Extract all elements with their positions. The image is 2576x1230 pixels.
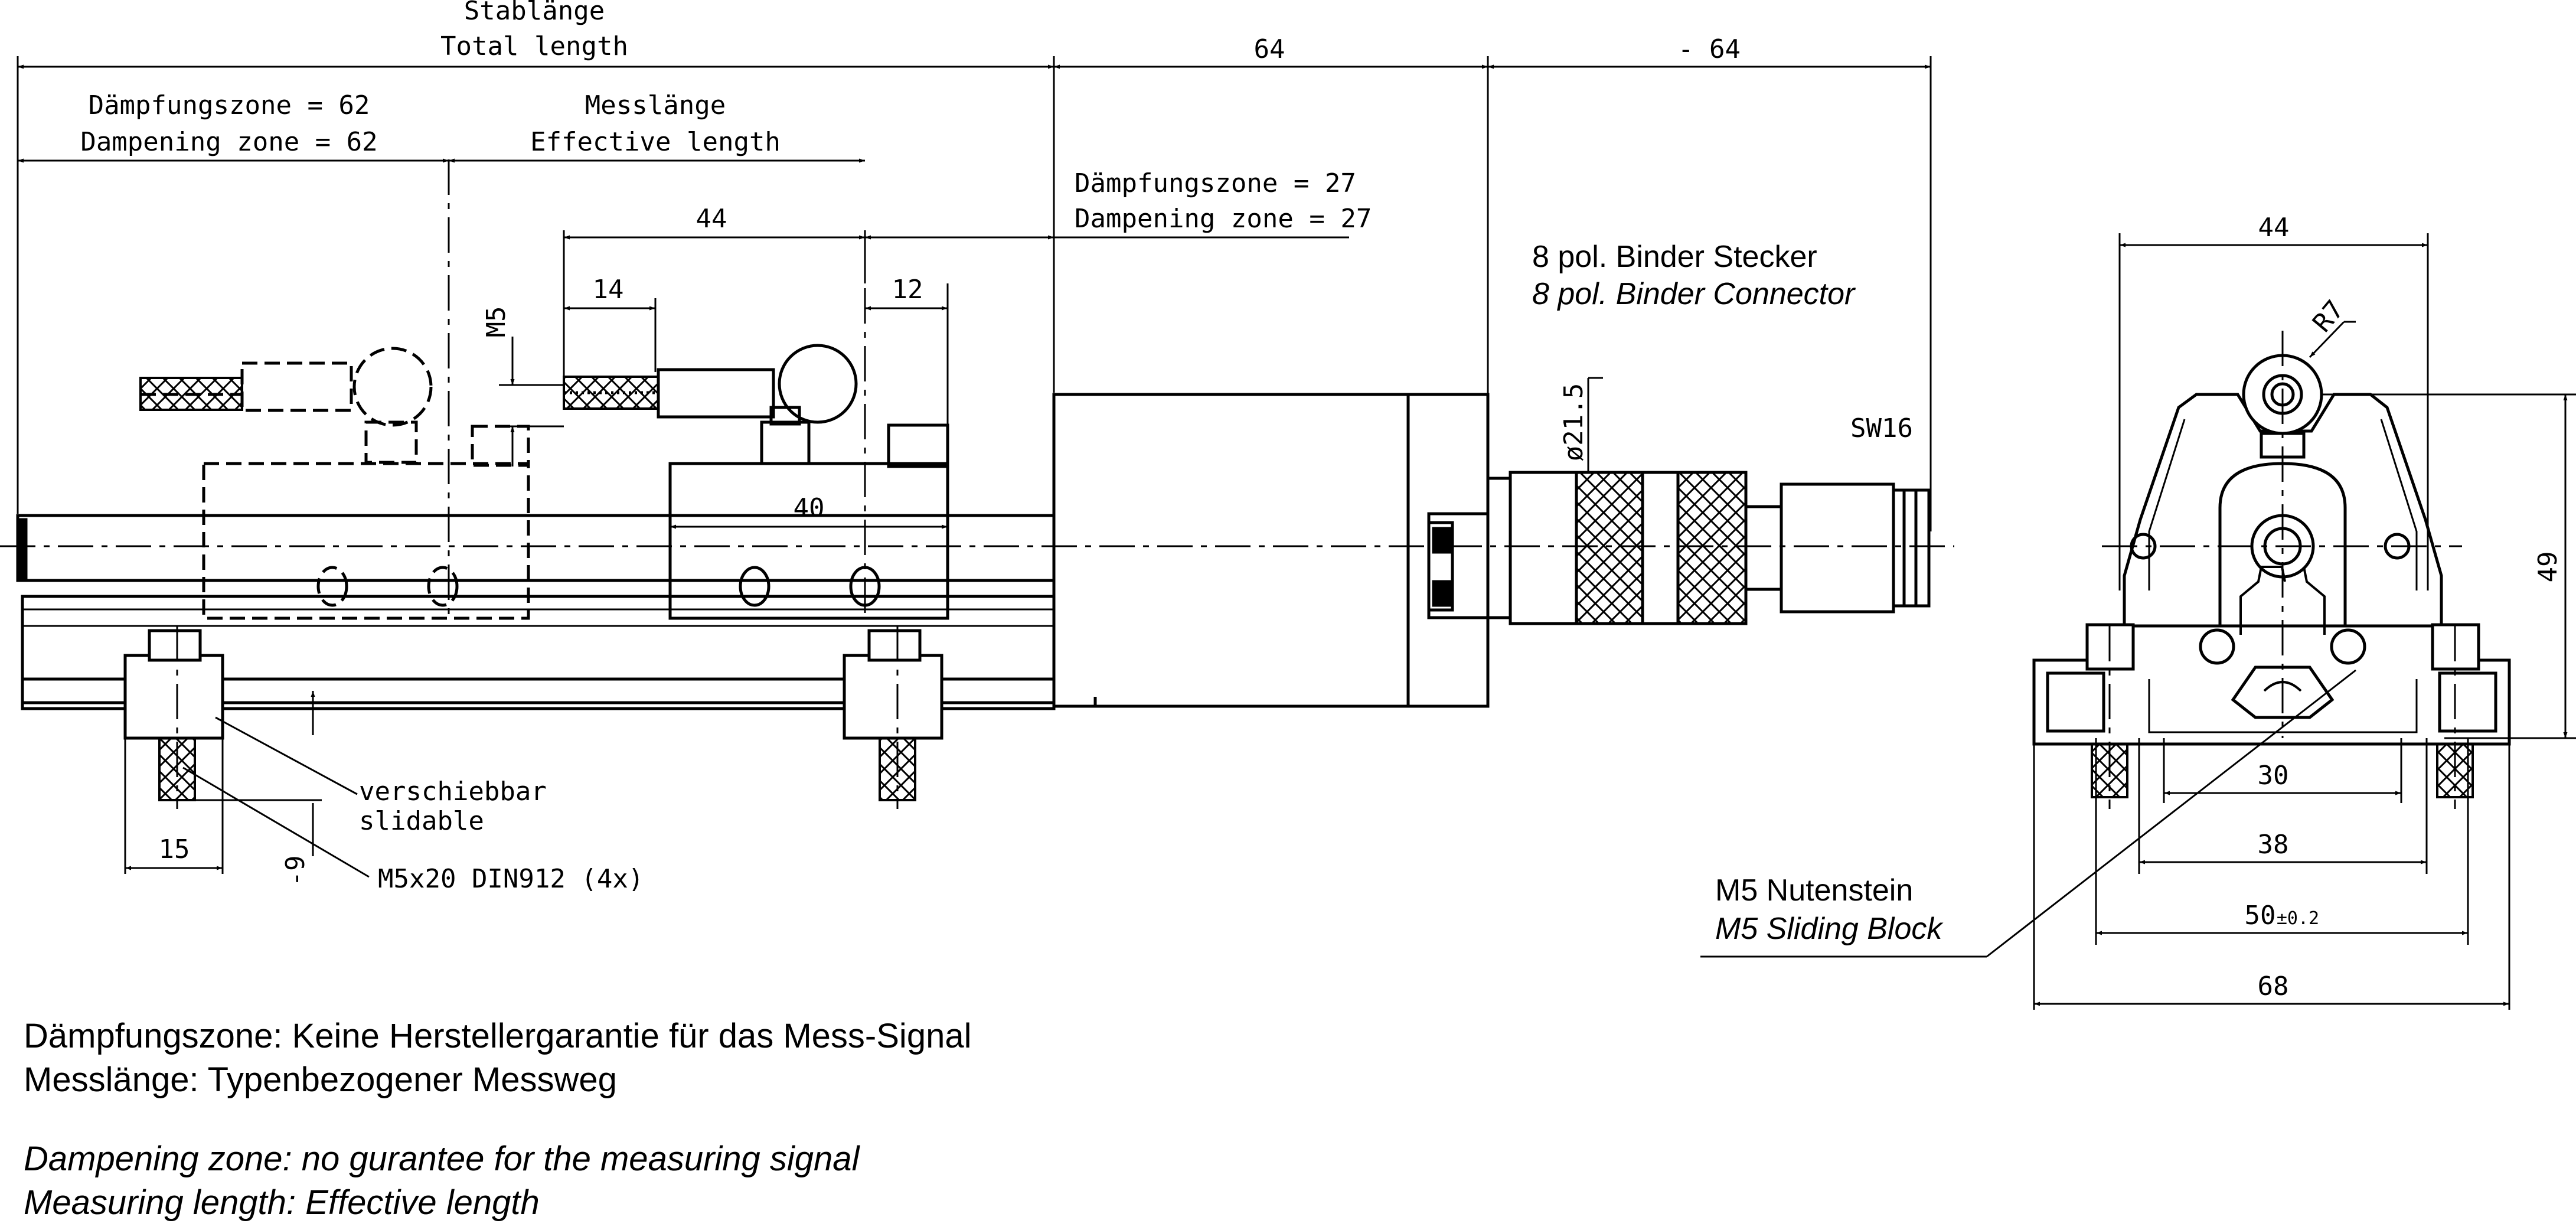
sliding-block-label-de: M5 Nutenstein bbox=[1715, 873, 1913, 908]
dim-12: 12 bbox=[892, 275, 923, 305]
total-length-label-de: Stablänge bbox=[464, 0, 605, 26]
end-dim-30: 30 bbox=[2258, 761, 2289, 791]
damp-zone-27-en: Dampening zone = 27 bbox=[1075, 204, 1372, 234]
extension-lines bbox=[17, 56, 1932, 874]
center-lines bbox=[0, 159, 1954, 809]
end-dim-50-tolerance: ±0.2 bbox=[2277, 908, 2319, 929]
meas-length-de: Messlänge bbox=[585, 90, 726, 120]
sensor-housing bbox=[1052, 393, 1490, 708]
binder-connector bbox=[1486, 471, 1931, 625]
magnet-carriage bbox=[563, 344, 949, 620]
dim-minus-9: -9 bbox=[280, 856, 311, 887]
mounting-blocks bbox=[123, 629, 943, 801]
damp-zone-62-en: Dampening zone = 62 bbox=[80, 127, 377, 157]
sliding-block-label-en: M5 Sliding Block bbox=[1715, 912, 1944, 946]
dim-15: 15 bbox=[159, 834, 190, 864]
dimension-lines bbox=[18, 64, 1931, 870]
dim-sw16: SW16 bbox=[1850, 413, 1913, 443]
end-view-center-lines bbox=[2102, 331, 2462, 809]
note-en-1: Dampening zone: no gurantee for the meas… bbox=[24, 1140, 860, 1178]
connector-label-en: 8 pol. Binder Connector bbox=[1532, 277, 1856, 311]
end-dim-68: 68 bbox=[2258, 971, 2289, 1001]
dim-m5: M5 bbox=[481, 306, 511, 338]
slidable-label-en: slidable bbox=[359, 806, 484, 836]
damp-zone-62-de: Dämpfungszone = 62 bbox=[89, 90, 370, 120]
total-length-label-en: Total length bbox=[440, 31, 628, 61]
leader-lines bbox=[182, 669, 2356, 958]
end-dim-44: 44 bbox=[2258, 213, 2290, 243]
note-en-2: Measuring length: Effective length bbox=[24, 1183, 540, 1222]
screw-label: M5x20 DIN912 (4x) bbox=[378, 864, 644, 894]
dim-44: 44 bbox=[696, 204, 727, 234]
end-dim-49: 49 bbox=[2533, 552, 2563, 583]
dim-d21: ø21.5 bbox=[1559, 383, 1589, 461]
end-dim-38: 38 bbox=[2258, 830, 2289, 860]
end-view bbox=[2032, 354, 2511, 798]
damp-zone-27-de: Dämpfungszone = 27 bbox=[1075, 168, 1356, 198]
note-de-2: Messlänge: Typenbezogener Messweg bbox=[24, 1061, 617, 1099]
end-dim-50: 50 bbox=[2245, 901, 2276, 931]
slidable-label-de: verschiebbar bbox=[359, 777, 547, 807]
dim-40: 40 bbox=[794, 493, 825, 523]
note-de-1: Dämpfungszone: Keine Herstellergarantie … bbox=[24, 1017, 972, 1055]
dim-64: 64 bbox=[1254, 34, 1285, 64]
dimension-labels: Stablänge Total length 64 - 64 Dämpfungs… bbox=[80, 0, 2563, 1001]
dim-14: 14 bbox=[593, 275, 624, 305]
meas-length-en: Effective length bbox=[530, 127, 781, 157]
end-view-extension-lines bbox=[2033, 233, 2576, 1010]
dim-minus-64: - 64 bbox=[1678, 34, 1741, 64]
callouts: verschiebbar slidable M5x20 DIN912 (4x) … bbox=[359, 240, 1944, 946]
connector-label-de: 8 pol. Binder Stecker bbox=[1532, 240, 1817, 274]
phantom-carriage bbox=[139, 347, 530, 620]
end-dim-r7: R7 bbox=[2307, 295, 2350, 338]
footnotes: Dämpfungszone: Keine Herstellergarantie … bbox=[24, 1014, 971, 1225]
end-view-dimension-lines bbox=[2034, 243, 2568, 1006]
